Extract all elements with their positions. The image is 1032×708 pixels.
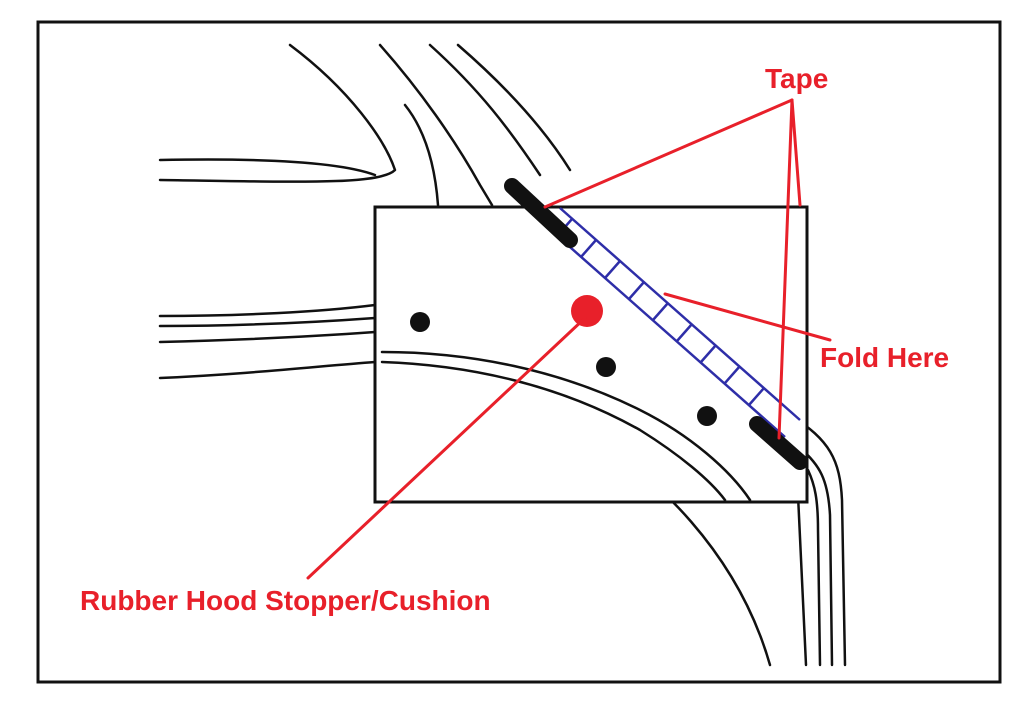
fold-leader xyxy=(663,292,832,342)
rubber-stopper-dot xyxy=(571,295,603,327)
fold-strip xyxy=(544,207,801,438)
rubber-hood-stopper-label: Rubber Hood Stopper/Cushion xyxy=(80,585,491,616)
tape-leader-right xyxy=(777,98,794,440)
tape-label: Tape xyxy=(765,63,828,94)
hole-dot xyxy=(596,357,616,377)
fold-here-label: Fold Here xyxy=(820,342,949,373)
tape-leader-far xyxy=(790,98,802,207)
hole-dot xyxy=(410,312,430,332)
stopper-leader xyxy=(306,316,587,580)
annotation-leaders xyxy=(306,98,832,580)
panel-inner-lines xyxy=(380,350,752,502)
tape-leader-left xyxy=(543,98,794,209)
tape-piece-bottom xyxy=(749,416,808,470)
hole-dot xyxy=(697,406,717,426)
car-body-lines xyxy=(158,43,847,667)
tape-piece-top xyxy=(504,178,578,248)
